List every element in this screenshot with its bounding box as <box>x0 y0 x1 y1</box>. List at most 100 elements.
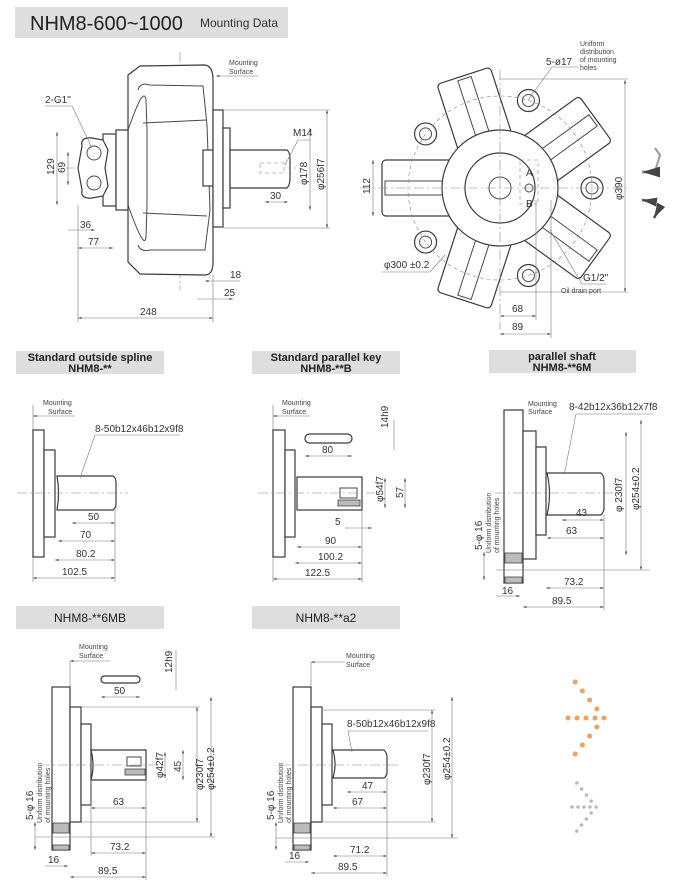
dim-phi42f7: φ42f7 <box>155 752 166 778</box>
mounting-hole <box>516 88 541 113</box>
dim-phi390: φ390 <box>614 176 625 200</box>
holes-note: of mounting holes <box>286 767 293 823</box>
drain-port-label: Oil drain port <box>561 288 601 295</box>
dim-77: 77 <box>88 237 100 248</box>
dim-phi254: φ254±0.2 <box>631 467 642 510</box>
mounting-surface-label: Surface <box>79 653 103 660</box>
dim-phi254: φ254±0.2 <box>442 737 453 780</box>
variant-header-key: Standard parallel key NHM8-**B <box>252 351 400 375</box>
dim-100-2: 100.2 <box>318 552 343 563</box>
mounting-hole <box>413 230 438 254</box>
dim-89-5: 89.5 <box>98 866 118 877</box>
variant-code: NHM8-**6MB <box>54 611 126 625</box>
dim-89: 89 <box>512 322 524 333</box>
decorative-dot <box>572 679 578 685</box>
mounting-surface-label: Mounting <box>346 653 375 660</box>
decorative-dot <box>587 697 593 703</box>
holes-note: Uniform distribution <box>486 493 493 553</box>
variant-code: NHM8-** <box>68 363 112 375</box>
variant-code: NHM8-**6M <box>533 362 592 374</box>
decorative-dot <box>570 805 574 809</box>
dim-69: 69 <box>57 161 68 173</box>
decorative-dot <box>572 751 578 757</box>
spline-spec: 8-42b12x36b12x7f8 <box>569 402 658 413</box>
variant-code: NHM8-**a2 <box>296 611 357 625</box>
variant-title: parallel shaft <box>528 351 596 363</box>
dim-phi254: φ254±0.2 <box>206 747 217 790</box>
mounting-surface-label: Surface <box>282 409 306 416</box>
decorative-dot <box>589 799 593 803</box>
dim-phi300: φ300 ±0.2 <box>384 260 430 271</box>
dim-12h9: 12h9 <box>164 650 175 673</box>
spline-shaft-a2-drawing: Mounting Surface 8-50b12x46b12x9f8 47 67… <box>266 653 458 876</box>
dim-phi230f7: φ 230f7 <box>614 477 625 512</box>
variant-header-a2: NHM8-**a2 <box>252 606 400 629</box>
decorative-dot <box>594 724 600 730</box>
dim-50: 50 <box>114 686 126 697</box>
mounting-surface-label: Surface <box>528 409 552 416</box>
dim-71-2: 71.2 <box>350 845 370 856</box>
mounting-surface-label: Mounting <box>43 400 72 407</box>
decorative-dot <box>565 715 571 721</box>
dotted-arrow-decoration <box>565 679 607 833</box>
dim-89-5: 89.5 <box>552 596 572 607</box>
dim-80-2: 80.2 <box>76 549 96 560</box>
dim-63: 63 <box>113 797 125 808</box>
page-title: NHM8-600~1000 <box>30 13 183 35</box>
decorative-dot <box>579 688 585 694</box>
decorative-dot <box>584 817 589 821</box>
dim-phi230f7: φ230f7 <box>195 758 206 790</box>
decorative-dot <box>579 823 584 827</box>
decorative-dot <box>601 715 607 721</box>
dim-68: 68 <box>512 304 524 315</box>
decorative-dot <box>582 805 586 809</box>
mounting-surface-label: Surface <box>48 409 72 416</box>
dim-16: 16 <box>289 851 301 862</box>
dim-122-5: 122.5 <box>305 568 330 579</box>
mounting-holes-label: 5-ø17 <box>546 57 573 68</box>
decorative-dot <box>594 706 600 712</box>
holes-note: of mounting holes <box>45 767 52 823</box>
holes-note: Uniform <box>580 41 605 48</box>
mounting-surface-label: Surface <box>229 69 253 76</box>
dim-43: 43 <box>576 508 588 519</box>
dim-45: 45 <box>173 760 184 772</box>
spline-spec: 8-50b12x46b12x9f8 <box>347 719 436 730</box>
dim-25: 25 <box>224 288 236 299</box>
page-header: NHM8-600~1000 Mounting Data <box>15 7 288 38</box>
dim-80: 80 <box>322 445 334 456</box>
decorative-dot <box>592 715 598 721</box>
thread-label: M14 <box>293 128 313 139</box>
decorative-dot <box>576 805 580 809</box>
parallel-shaft-6m-drawing: Mounting Surface 8-42b12x36b12x7f8 43 63… <box>474 401 658 610</box>
dim-112: 112 <box>362 178 373 194</box>
dim-47: 47 <box>362 781 374 792</box>
holes-label: 5-φ 16 <box>25 790 36 820</box>
holes-note: Uniform distribution <box>278 763 285 823</box>
dim-67: 67 <box>352 797 364 808</box>
front-view: A B 5-ø17 Uniform distribution of mounti… <box>360 41 666 338</box>
decorative-dot <box>584 793 589 797</box>
dim-248: 248 <box>140 307 157 318</box>
decorative-dot <box>579 742 585 748</box>
dim-63: 63 <box>566 526 578 537</box>
dim-5: 5 <box>335 517 341 528</box>
dim-36: 36 <box>80 220 92 231</box>
decorative-dot <box>588 805 592 809</box>
mounting-surface-label: Mounting <box>528 401 557 408</box>
dim-16: 16 <box>502 586 514 597</box>
port-a-label: A <box>526 168 533 179</box>
port-b-label: B <box>526 199 533 210</box>
dim-18: 18 <box>230 270 242 281</box>
dim-102-5: 102.5 <box>62 567 87 578</box>
holes-note: of mounting holes <box>494 497 501 553</box>
mounting-surface-label: Mounting <box>79 644 108 651</box>
dim-90: 90 <box>325 536 337 547</box>
dim-73-2: 73.2 <box>564 577 584 588</box>
variant-code: NHM8-**B <box>300 363 351 375</box>
holes-note: of mounting <box>580 57 617 64</box>
mounting-surface-label: Surface <box>346 662 370 669</box>
dim-129: 129 <box>46 158 57 175</box>
header-background <box>15 7 288 38</box>
